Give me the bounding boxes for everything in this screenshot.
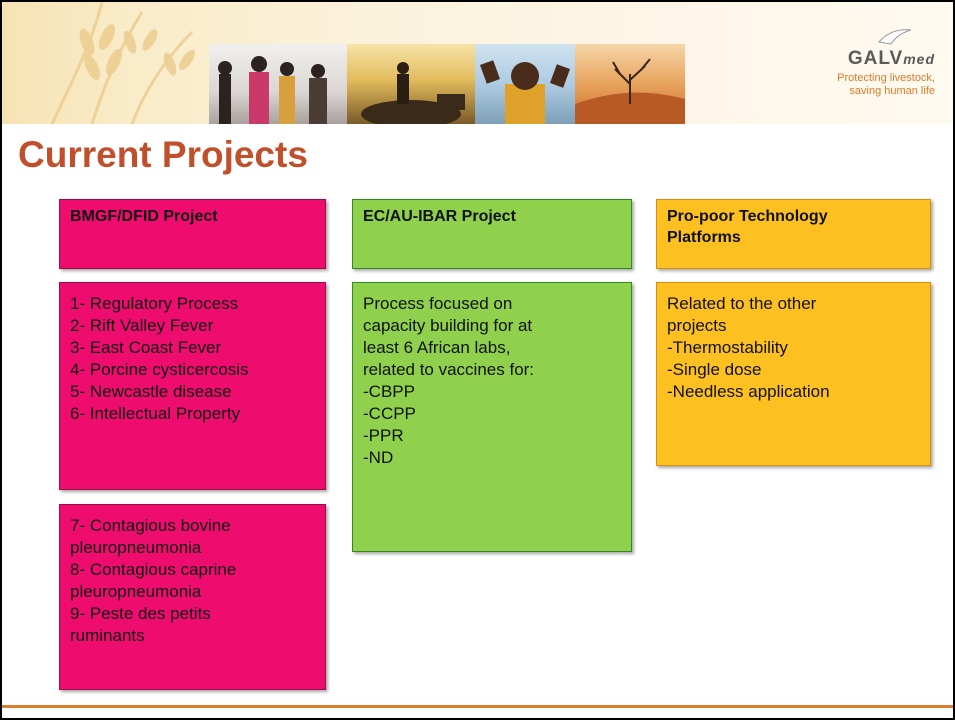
people-photo xyxy=(209,44,347,124)
logo-wordmark: GALVmed xyxy=(795,48,935,70)
wheat-graphic xyxy=(50,2,196,124)
pro-poor-body-box: Related to the other projects -Thermosta… xyxy=(656,282,931,466)
child-photo xyxy=(475,44,575,124)
ec-au-ibar-header-text: EC/AU-IBAR Project xyxy=(363,208,516,225)
tagline-text: Protecting livestock, saving human life xyxy=(837,72,935,97)
bmgf-dfid-diseases-text: 7- Contagious bovine pleuropneumonia 8- … xyxy=(70,516,237,645)
bmgf-dfid-header-box: BMGF/DFID Project xyxy=(59,199,326,269)
header-banner: GALVmed Protecting livestock, saving hum… xyxy=(2,2,953,124)
ec-au-ibar-header-box: EC/AU-IBAR Project xyxy=(352,199,632,269)
pro-poor-body-text: Related to the other projects -Thermosta… xyxy=(667,294,830,401)
desert-tree-photo xyxy=(575,44,685,124)
ec-au-ibar-body-box: Process focused on capacity building for… xyxy=(352,282,632,552)
logo-name: GALV xyxy=(847,48,904,69)
bmgf-dfid-header-text: BMGF/DFID Project xyxy=(70,208,218,225)
bmgf-dfid-list-box: 1- Regulatory Process 2- Rift Valley Fev… xyxy=(59,282,326,490)
page-title: Current Projects xyxy=(18,134,308,175)
ec-au-ibar-body-text: Process focused on capacity building for… xyxy=(363,294,535,467)
pro-poor-header-text: Pro-poor Technology Platforms xyxy=(667,208,828,246)
footer-divider xyxy=(2,705,953,708)
bird-icon xyxy=(878,29,912,45)
logo-tagline: Protecting livestock, saving human life xyxy=(795,72,935,98)
bmgf-dfid-diseases-box: 7- Contagious bovine pleuropneumonia 8- … xyxy=(59,504,326,690)
logo-suffix: med xyxy=(903,51,935,67)
pro-poor-header-box: Pro-poor Technology Platforms xyxy=(656,199,931,269)
bmgf-dfid-list-text: 1- Regulatory Process 2- Rift Valley Fev… xyxy=(70,294,249,423)
rider-photo xyxy=(347,44,475,124)
galvmed-logo: GALVmed Protecting livestock, saving hum… xyxy=(795,20,935,110)
